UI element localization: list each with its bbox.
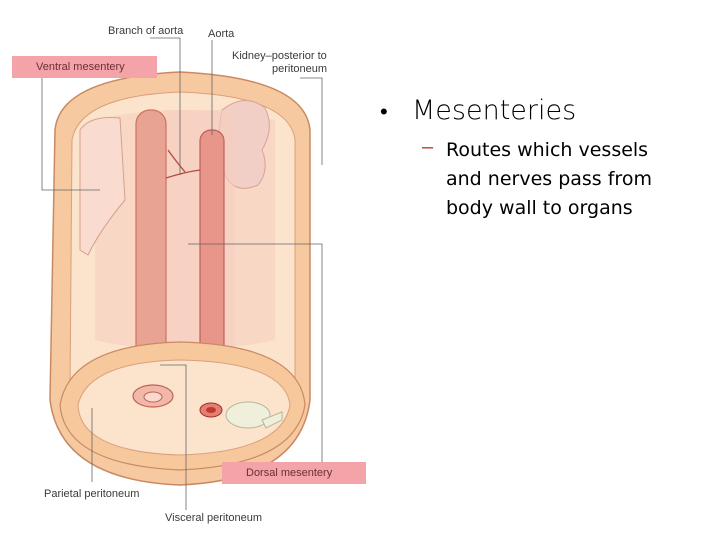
label-visceral-peritoneum: Visceral peritoneum	[165, 512, 262, 524]
label-aorta: Aorta	[208, 28, 234, 40]
sub-bullet-text: Routes which vessels and nerves pass fro…	[446, 136, 686, 223]
sub-bullet-item: – Routes which vessels and nerves pass f…	[422, 136, 710, 223]
slide-text-block: • Mesenteries – Routes which vessels and…	[380, 95, 710, 223]
label-kidney-line1: Kidney–posterior to	[232, 50, 327, 62]
label-ventral-mesentery: Ventral mesentery	[12, 56, 157, 78]
bullet-item: • Mesenteries	[380, 95, 710, 126]
bullet-heading: Mesenteries	[412, 95, 576, 126]
dash-icon: –	[422, 136, 446, 223]
body-cavity-illustration	[0, 0, 370, 540]
label-dorsal-mesentery: Dorsal mesentery	[222, 462, 366, 484]
mesentery-diagram: Branch of aorta Aorta Kidney–posterior t…	[0, 0, 370, 540]
bullet-dot-icon: •	[380, 99, 412, 125]
vertebra	[226, 402, 270, 428]
label-kidney-line2: peritoneum	[272, 63, 327, 75]
label-parietal-peritoneum: Parietal peritoneum	[44, 488, 139, 500]
label-branch-of-aorta: Branch of aorta	[108, 25, 183, 37]
aorta-lumen	[206, 407, 216, 413]
gut-lumen	[144, 392, 162, 402]
